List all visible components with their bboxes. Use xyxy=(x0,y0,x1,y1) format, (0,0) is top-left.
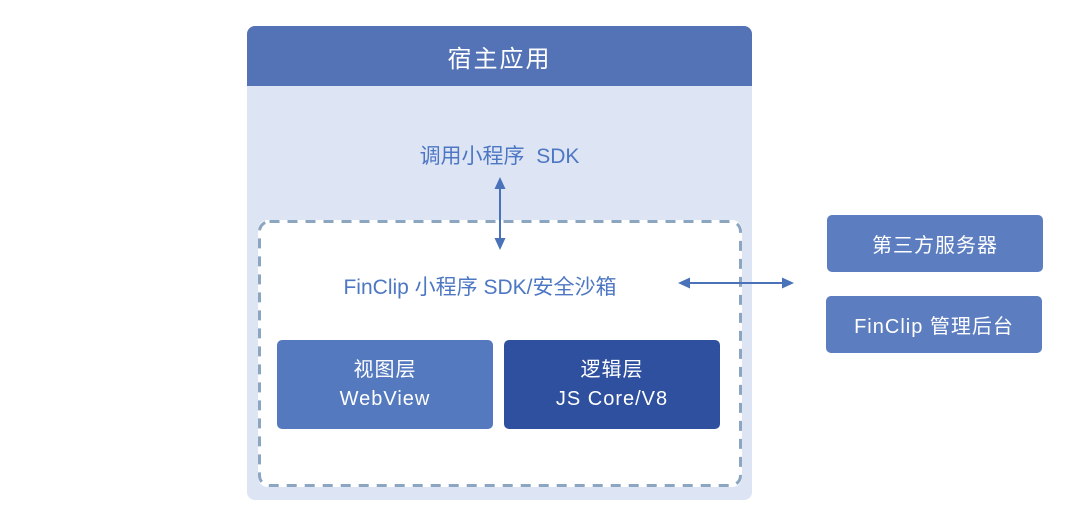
view-layer-label: 视图层 xyxy=(353,358,417,381)
view-layer-tech: WebView xyxy=(339,387,431,410)
view-layer-box: 视图层 WebView xyxy=(277,340,493,429)
sdk-call-label: 调用小程序 SDK xyxy=(419,145,580,168)
host-app-title: 宿主应用 xyxy=(447,45,552,73)
logic-layer-box: 逻辑层 JS Core/V8 xyxy=(504,340,720,429)
logic-layer-tech: JS Core/V8 xyxy=(555,387,669,410)
host-app-header: 宿主应用 xyxy=(247,26,752,86)
sandbox-title: FinClip 小程序 SDK/安全沙箱 xyxy=(343,276,617,299)
finclip-console-box: FinClip 管理后台 xyxy=(826,296,1042,353)
logic-layer-label: 逻辑层 xyxy=(580,358,644,381)
third-party-server-box: 第三方服务器 xyxy=(827,215,1043,272)
